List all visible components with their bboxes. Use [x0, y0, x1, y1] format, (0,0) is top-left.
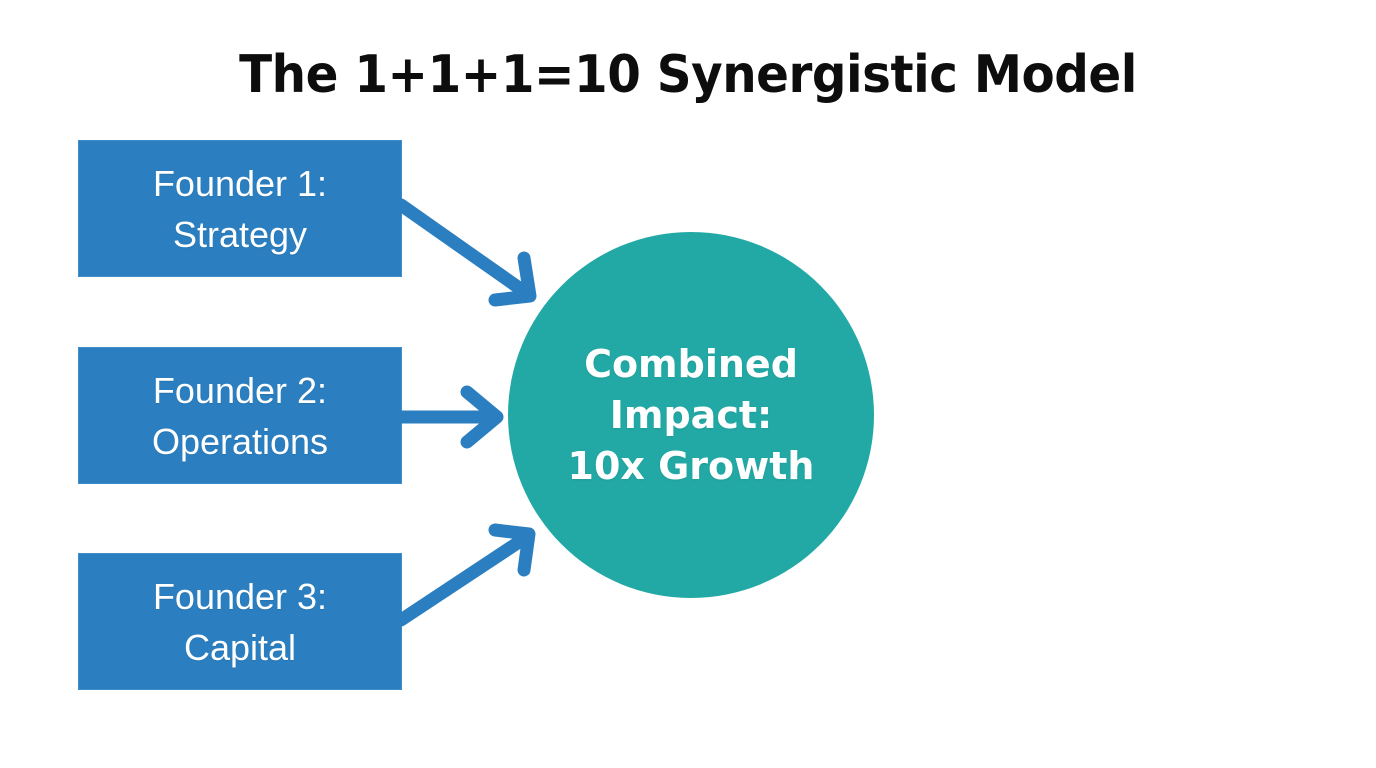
founder-1-box[interactable]: Founder 1: Strategy	[78, 140, 402, 277]
arrow-founder-3-to-circle-icon	[394, 523, 536, 627]
founder-3-box[interactable]: Founder 3: Capital	[78, 553, 402, 690]
combined-impact-label: Combined Impact: 10x Growth	[567, 341, 815, 488]
arrow-founder-1-to-circle-icon	[394, 198, 537, 307]
founder-3-label: Founder 3: Capital	[152, 575, 328, 668]
combined-impact-circle[interactable]: Combined Impact: 10x Growth	[508, 232, 874, 598]
founder-2-box[interactable]: Founder 2: Operations	[78, 347, 402, 484]
page-title: The 1+1+1=10 Synergistic Model	[239, 45, 1137, 105]
arrow-founder-2-to-circle-icon	[394, 385, 504, 449]
founder-2-label: Founder 2: Operations	[151, 369, 329, 462]
founder-1-label: Founder 1: Strategy	[152, 162, 328, 255]
